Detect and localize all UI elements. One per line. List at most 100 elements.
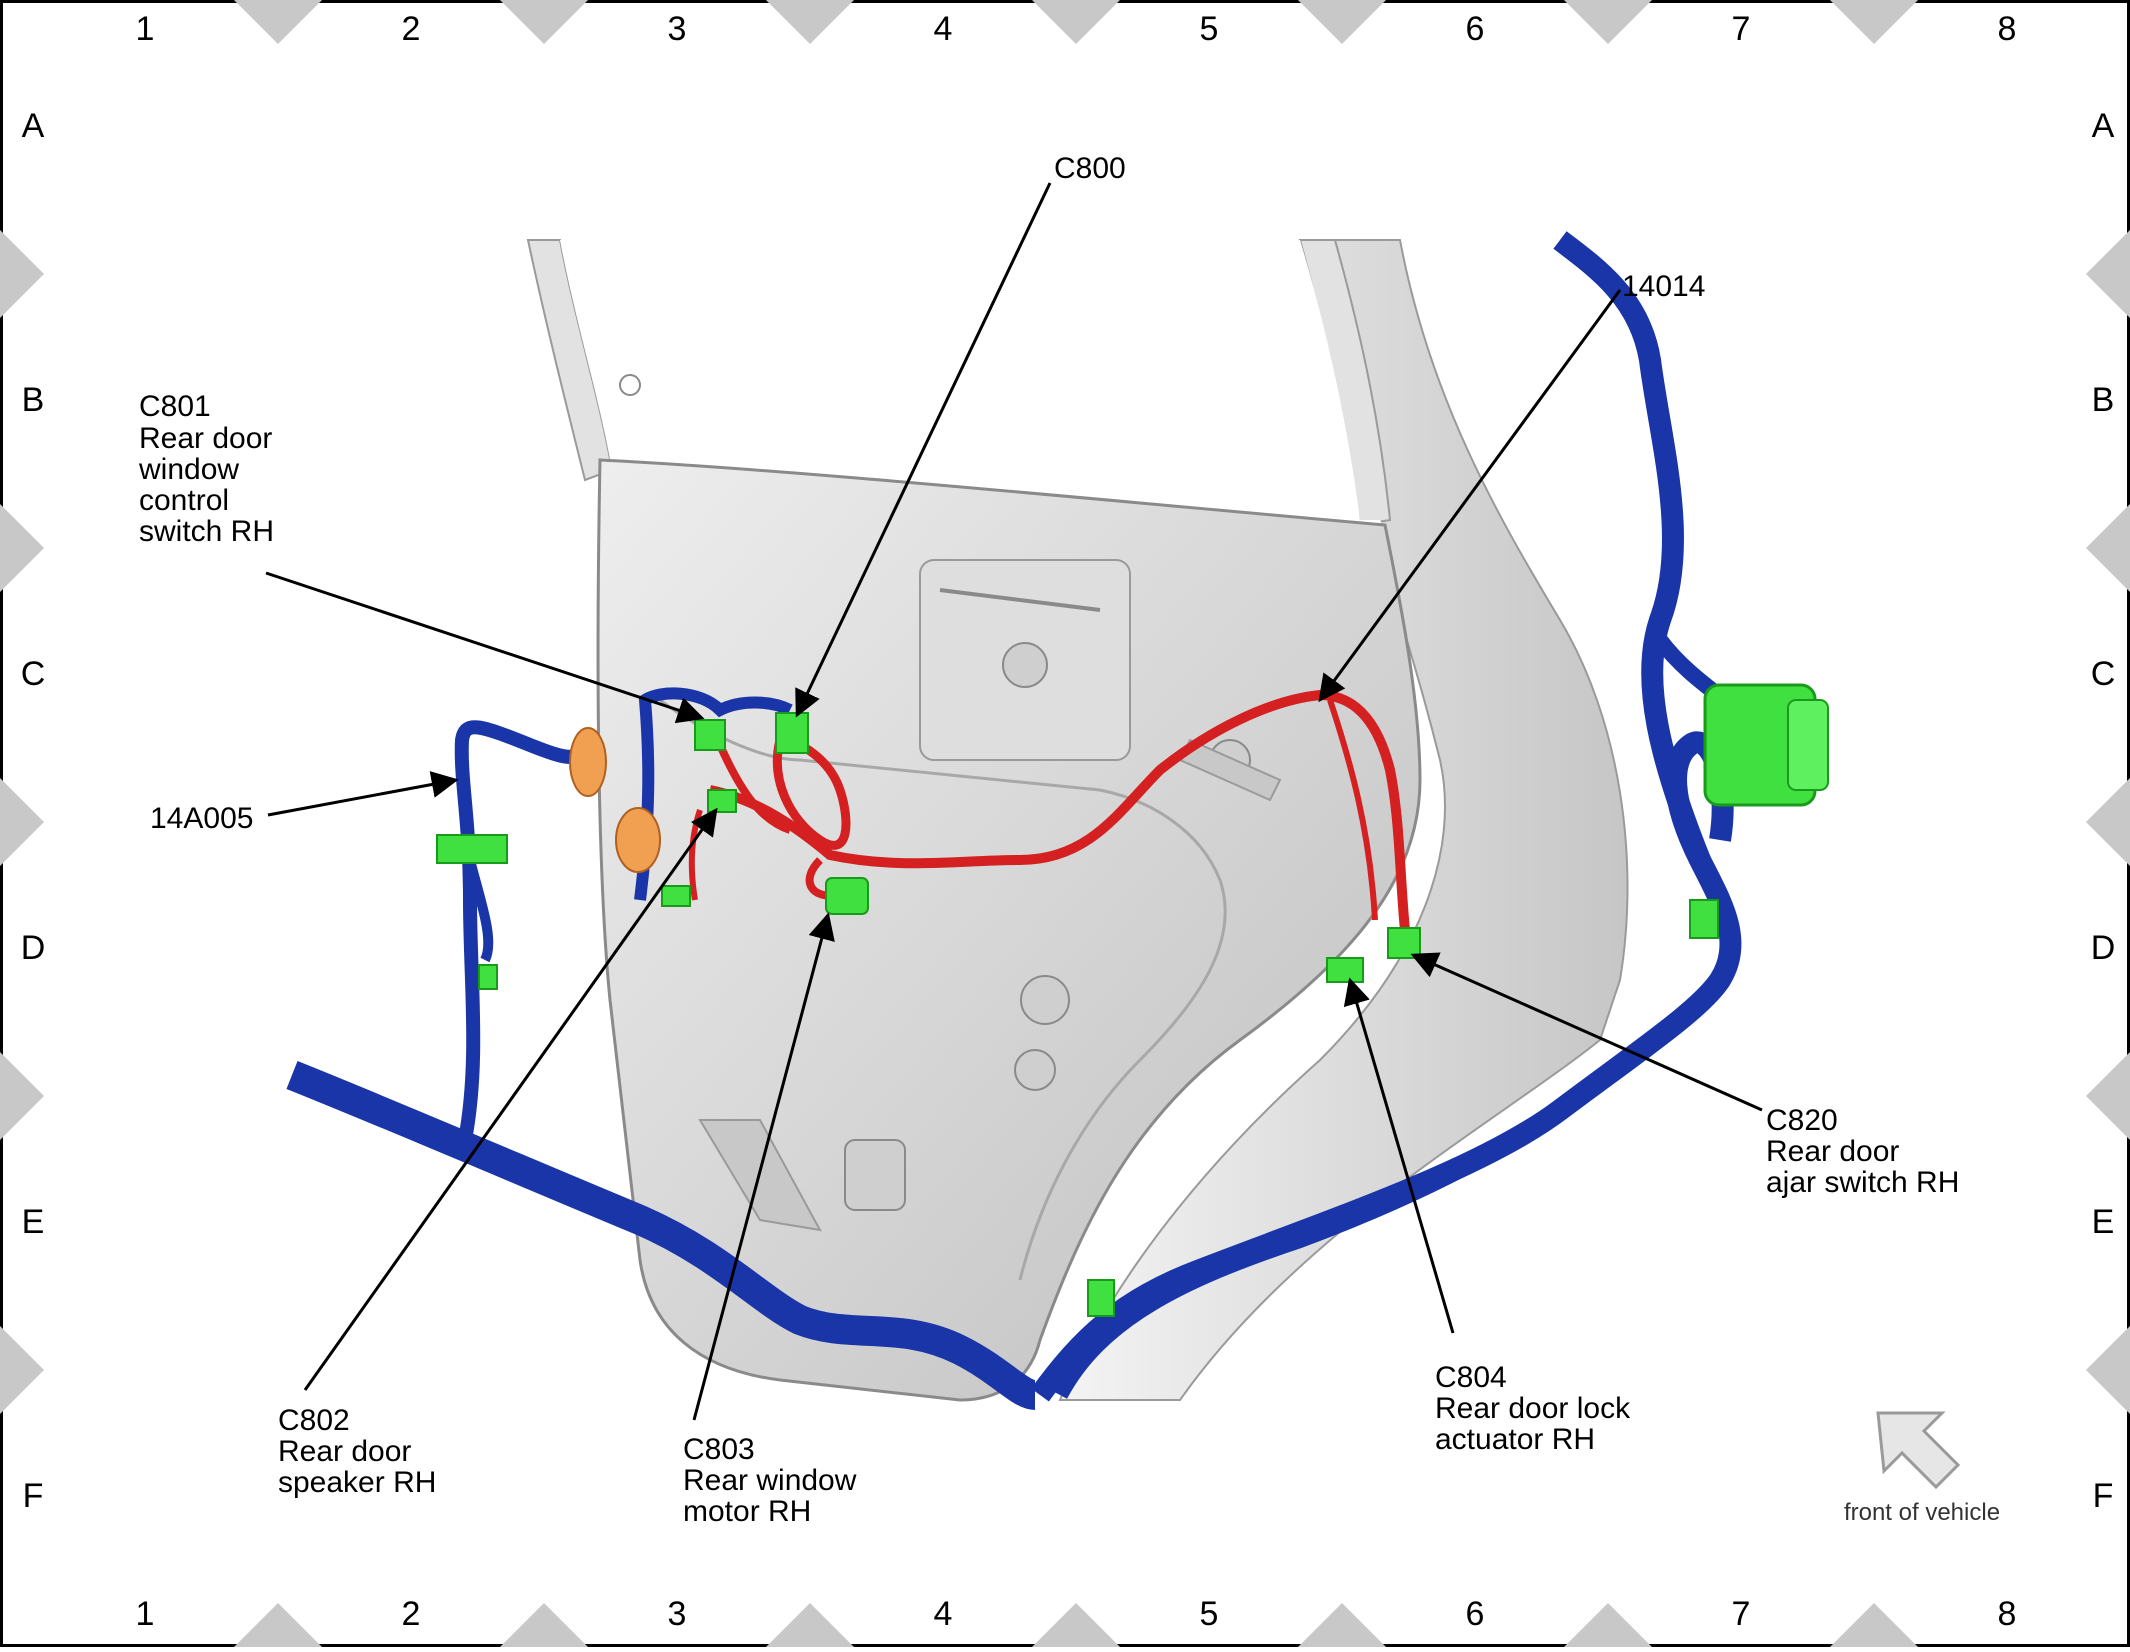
red-harness-branch [1327, 699, 1378, 921]
connector-left [436, 834, 508, 864]
connector-inline [1087, 1279, 1115, 1317]
grid-row-labels-left: A B C D E F [21, 107, 46, 1515]
frame-diamond-bottom [234, 1603, 322, 1652]
callout-c801: C801 Rear door window control switch RH [138, 390, 274, 548]
callout-c801-line-4: control [139, 484, 229, 517]
callout-c820-line-1: C820 [1766, 1104, 1838, 1137]
grid-row-right-c: C [2091, 655, 2116, 693]
frame-diamond-right [2086, 504, 2130, 592]
frame-diamond-top [1564, 0, 1652, 44]
callout-14a005: 14A005 [150, 802, 253, 835]
grid-col-top-8: 8 [1998, 10, 2017, 48]
callout-c804-line-2: Rear door lock [1435, 1392, 1631, 1425]
grid-row-left-d: D [21, 929, 46, 967]
callout-c820: C820 Rear door ajar switch RH [1766, 1104, 1959, 1199]
panel-hole [619, 374, 641, 396]
frame-diamond-top [500, 0, 588, 44]
leader-c802 [303, 807, 718, 1391]
panel-hole [1014, 1049, 1056, 1091]
connector-c801 [694, 719, 726, 751]
panel-contour [659, 698, 1227, 1281]
connector-c802 [707, 789, 737, 813]
grid-row-left-b: B [22, 381, 45, 419]
frame-diamond-bottom [766, 1603, 854, 1652]
callout-c820-line-2: Rear door [1766, 1135, 1899, 1168]
connectors [436, 683, 1829, 1317]
grid-col-bottom-1: 1 [136, 1595, 155, 1633]
callout-c801-line-2: Rear door [139, 422, 272, 455]
frame-diamond-left [0, 504, 44, 592]
callout-c820-line-3: ajar switch RH [1766, 1166, 1959, 1199]
grommet [569, 727, 607, 797]
panel-hole [1020, 975, 1070, 1025]
frame-diamond-top [234, 0, 322, 44]
frame-diamond-top [1830, 0, 1918, 44]
callout-c802-line-3: speaker RH [278, 1466, 436, 1499]
leader-c804 [1343, 977, 1455, 1334]
frame-diamond-right [2086, 1326, 2130, 1414]
grid-col-bottom-5: 5 [1200, 1595, 1219, 1633]
grid-col-top-3: 3 [668, 10, 687, 48]
grid-row-right-d: D [2091, 929, 2116, 967]
frame-diamond-right [2086, 230, 2130, 318]
callout-c803: C803 Rear window motor RH [683, 1433, 857, 1528]
callout-c803-line-3: motor RH [683, 1495, 811, 1528]
leader-c800 [795, 182, 1052, 718]
panel-hole [1002, 642, 1048, 688]
callout-c804-line-3: actuator RH [1435, 1423, 1595, 1456]
grid-row-right-a: A [2092, 107, 2115, 145]
callout-c802-line-2: Rear door [278, 1435, 411, 1468]
frame-diamond-top [1032, 0, 1120, 44]
connector-c820 [1387, 927, 1421, 959]
connector-c800-door [775, 712, 809, 754]
leader-c820 [1410, 952, 1763, 1112]
leader-14014 [1318, 289, 1622, 703]
callout-c801-line-1: C801 [139, 390, 211, 423]
callout-c801-line-3: window [138, 453, 239, 486]
body-harness-14a005 [286, 231, 1766, 1410]
connector-c804 [1326, 957, 1364, 983]
frame-diamond-left [0, 778, 44, 866]
grid-row-right-b: B [2092, 381, 2115, 419]
callout-c800: C800 [1054, 152, 1126, 185]
grid-col-bottom-4: 4 [934, 1595, 953, 1633]
connector-left-drop [478, 964, 498, 990]
frame-diamond-bottom [500, 1603, 588, 1652]
callout-c804-line-1: C804 [1435, 1361, 1507, 1394]
grid-col-bottom-3: 3 [668, 1595, 687, 1633]
red-harness-loop [772, 735, 851, 850]
harness-left-loop [454, 720, 584, 1142]
floor-harness [286, 1061, 1038, 1410]
callout-c802-line-1: C802 [278, 1404, 350, 1437]
callout-c800-line-1: C800 [1054, 152, 1126, 185]
connector-inline [1689, 899, 1719, 939]
grid-column-labels-top: 1 2 3 4 5 6 7 8 [136, 10, 2017, 48]
callout-14014-line-1: 14014 [1622, 270, 1705, 303]
grid-row-left-f: F [23, 1477, 44, 1515]
grid-row-left-a: A [22, 107, 45, 145]
frame-diamond-bottom [1564, 1603, 1652, 1652]
grid-col-top-6: 6 [1466, 10, 1485, 48]
grid-col-bottom-2: 2 [402, 1595, 421, 1633]
grid-col-top-5: 5 [1200, 10, 1219, 48]
frame-diamond-left [0, 1326, 44, 1414]
callout-c804: C804 Rear door lock actuator RH [1435, 1361, 1631, 1456]
frame-diamond-top [766, 0, 854, 44]
grid-col-top-4: 4 [934, 10, 953, 48]
callout-c803-line-1: C803 [683, 1433, 755, 1466]
leader-lines [265, 182, 1763, 1421]
panel-boss [844, 1139, 906, 1211]
frame-diamond-bottom [1830, 1603, 1918, 1652]
grid-col-bottom-6: 6 [1466, 1595, 1485, 1633]
grid-column-labels-bottom: 1 2 3 4 5 6 7 8 [136, 1595, 2017, 1633]
grid-col-top-1: 1 [136, 10, 155, 48]
grid-row-right-f: F [2093, 1477, 2114, 1515]
callout-14a005-line-1: 14A005 [150, 802, 253, 835]
frame-diamond-bottom [1032, 1603, 1120, 1652]
frame-diamond-top [1298, 0, 1386, 44]
callout-c802: C802 Rear door speaker RH [278, 1404, 436, 1499]
connector-c803 [825, 877, 869, 915]
